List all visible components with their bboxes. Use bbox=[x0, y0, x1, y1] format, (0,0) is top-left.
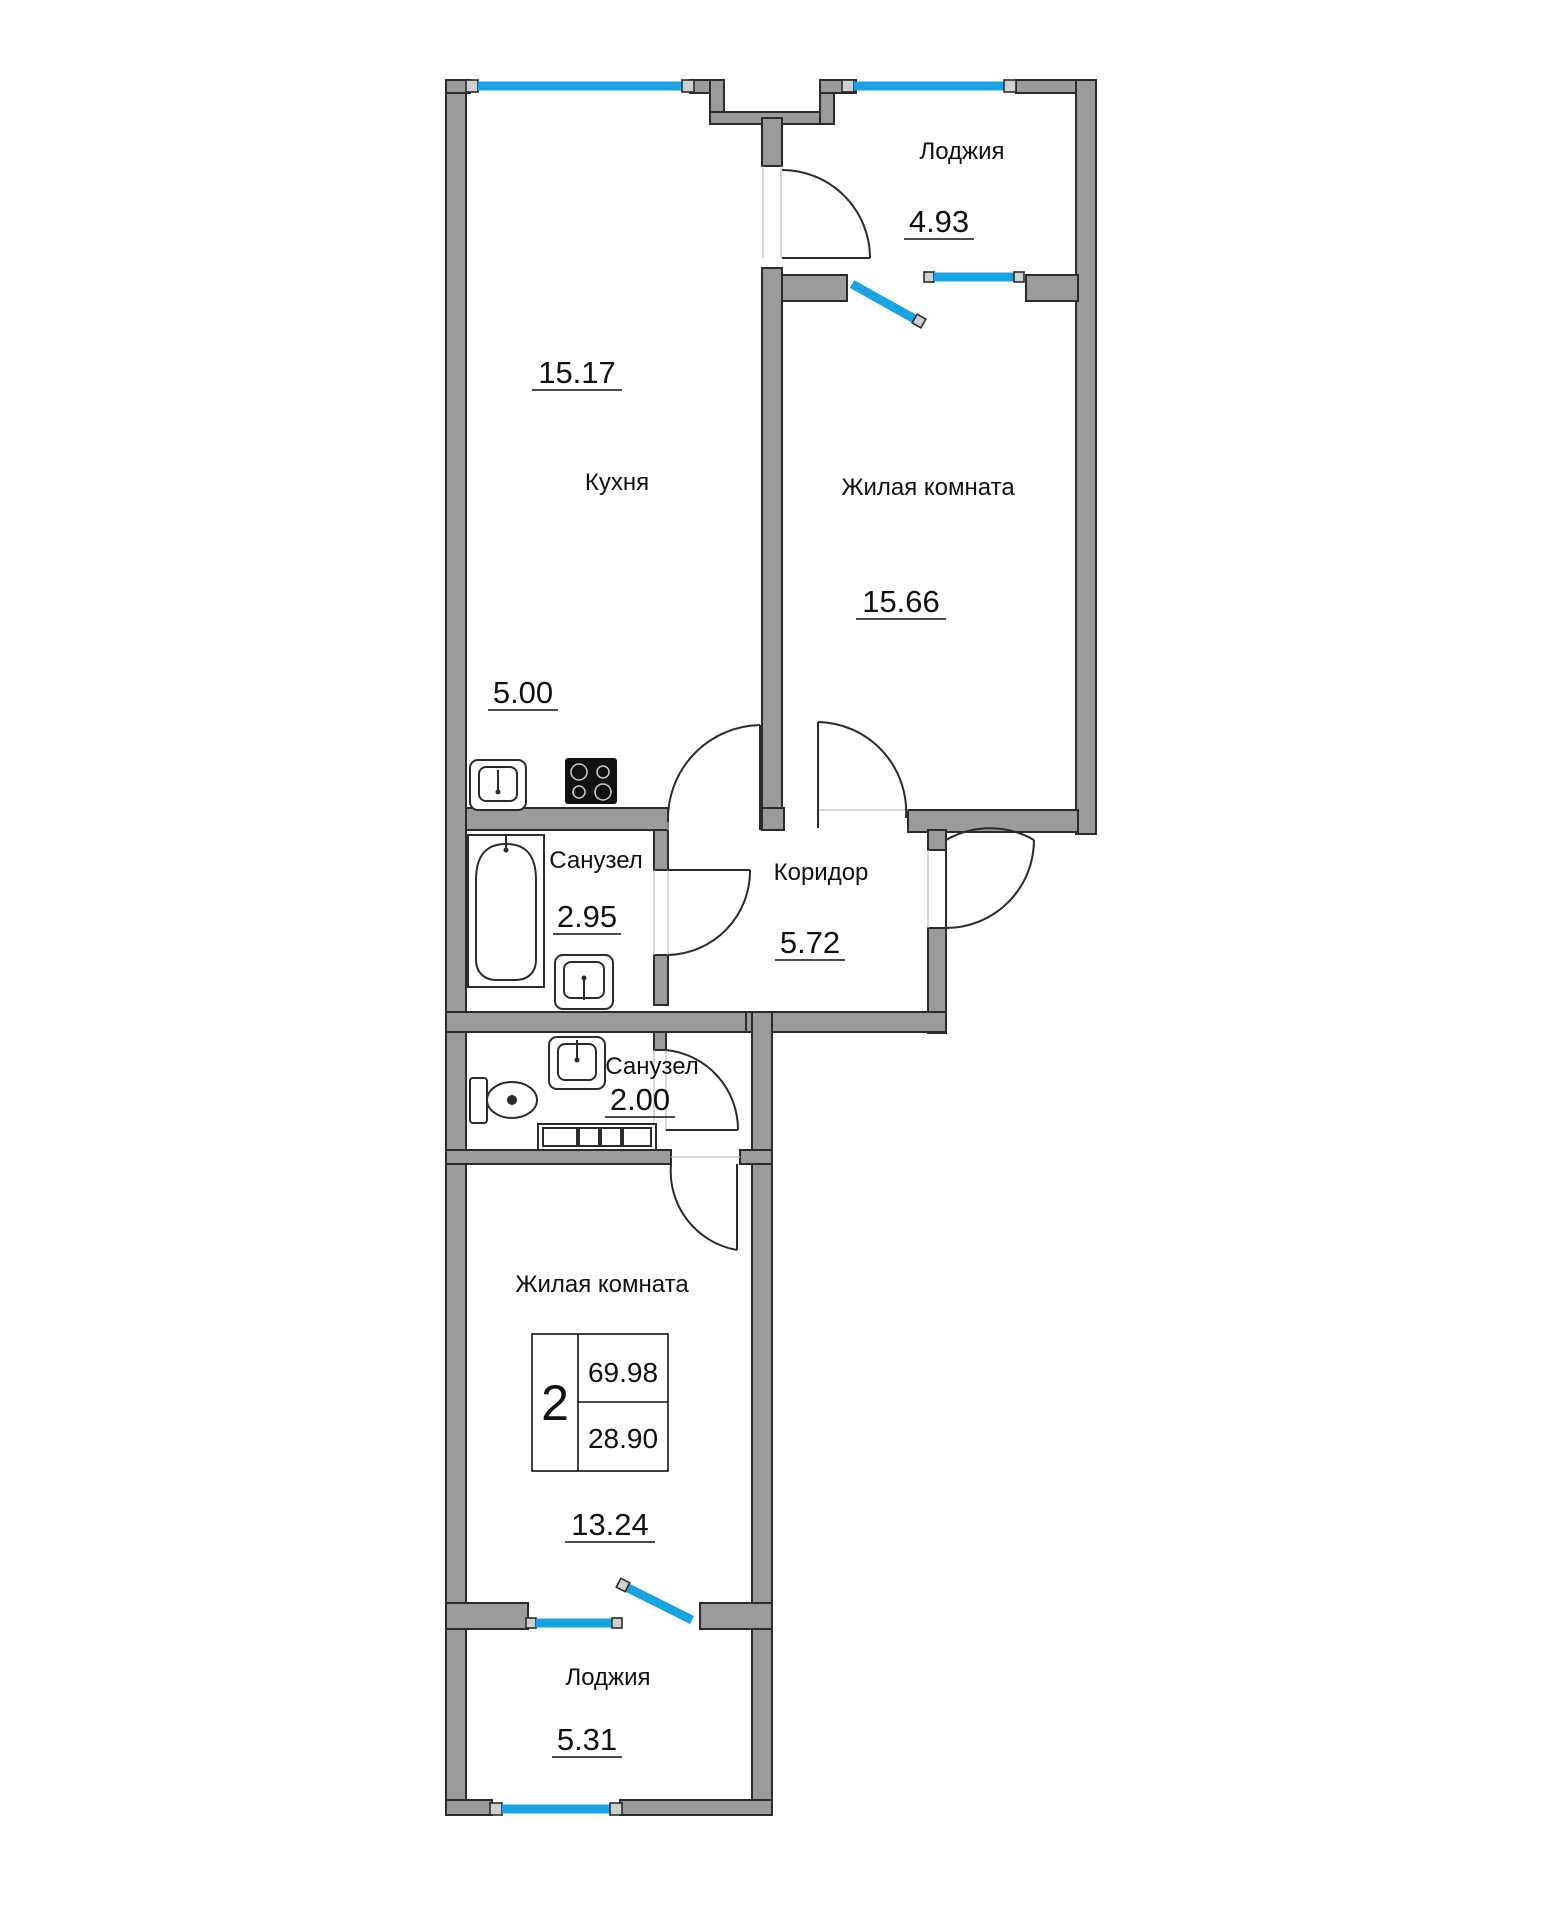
room-area: 15.17 bbox=[538, 355, 616, 390]
extra-area-label: 5.00 bbox=[488, 675, 558, 711]
bathtub-icon bbox=[467, 834, 545, 988]
room-area: 5.72 bbox=[780, 925, 840, 960]
room-name: Коридор bbox=[774, 859, 869, 886]
living-area: 28.90 bbox=[588, 1423, 658, 1454]
total-area: 69.98 bbox=[588, 1357, 658, 1388]
room-name: Жилая комната bbox=[515, 1271, 689, 1298]
windows bbox=[465, 79, 1025, 1816]
room-name: Жилая комната bbox=[841, 474, 1015, 501]
room-area: 2.95 bbox=[557, 899, 617, 934]
doors bbox=[653, 166, 1035, 1251]
room-label-living-2: Жилая комната 13.24 bbox=[515, 1271, 689, 1543]
room-area: 2.00 bbox=[610, 1082, 670, 1117]
room-name: Кухня bbox=[585, 469, 649, 496]
wc-sink-icon bbox=[548, 1036, 606, 1090]
bathroom-sink-icon bbox=[554, 954, 614, 1010]
room-name: Санузел bbox=[549, 847, 643, 874]
room-area: 4.93 bbox=[909, 204, 969, 239]
room-name: Лоджия bbox=[565, 1664, 650, 1691]
room-label-kitchen: Кухня 15.17 bbox=[532, 355, 649, 496]
toilet-icon bbox=[469, 1077, 538, 1124]
room-label-wc: Санузел 2.00 bbox=[605, 1053, 699, 1118]
cooktop-icon bbox=[565, 758, 617, 804]
room-label-corridor: Коридор 5.72 bbox=[774, 859, 869, 961]
room-label-loggia-2: Лоджия 5.31 bbox=[552, 1664, 651, 1758]
room-label-bathroom: Санузел 2.95 bbox=[549, 847, 643, 935]
room-count: 2 bbox=[541, 1375, 569, 1431]
apartment-summary-badge: 2 69.98 28.90 bbox=[531, 1333, 669, 1472]
extra-area: 5.00 bbox=[493, 675, 553, 710]
room-area: 15.66 bbox=[862, 584, 940, 619]
room-label-living-1: Жилая комната 15.66 bbox=[841, 474, 1015, 620]
room-label-loggia-1: Лоджия 4.93 bbox=[904, 138, 1005, 240]
room-name: Санузел bbox=[605, 1053, 699, 1080]
wc-cabinet-icon bbox=[537, 1123, 657, 1151]
room-area: 13.24 bbox=[571, 1507, 649, 1542]
room-area: 5.31 bbox=[557, 1722, 617, 1757]
kitchen-sink-icon bbox=[469, 759, 527, 811]
room-name: Лоджия bbox=[919, 138, 1004, 165]
